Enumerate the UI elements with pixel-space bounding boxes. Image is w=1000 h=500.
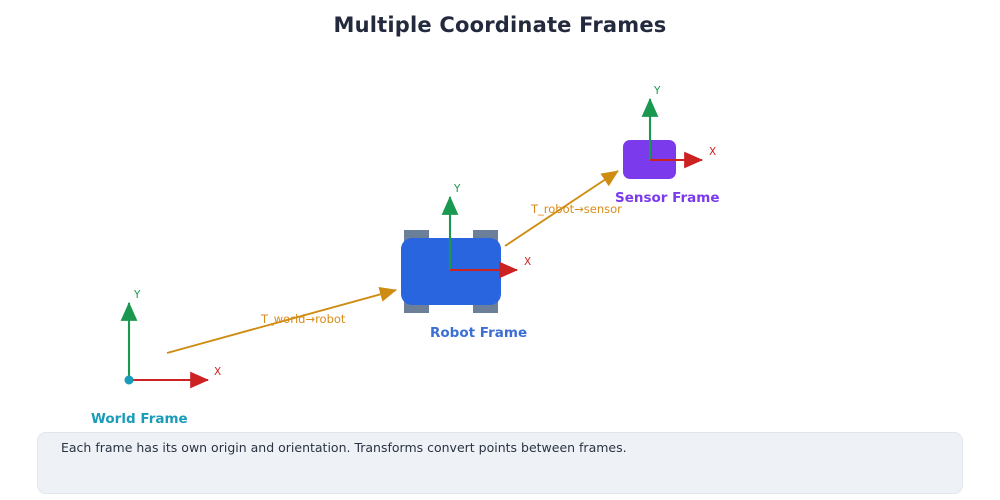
frame-label-sensor: Sensor Frame (615, 190, 720, 206)
page-title: Multiple Coordinate Frames (333, 13, 667, 37)
frame-label-robot: Robot Frame (430, 325, 528, 341)
caption-text: Each frame has its own origin and orient… (61, 440, 627, 455)
transform-label-world-to-robot: T_world→robot (261, 312, 346, 326)
axis-letter-robot-x: X (524, 256, 532, 268)
sensor-frame-axes (641, 97, 704, 169)
caption-box (37, 432, 963, 494)
axis-letter-sensor-y: Y (654, 85, 661, 97)
robot-body-shape (401, 230, 501, 313)
sensor-body-shape (623, 140, 676, 179)
transform-label-robot-to-sensor: T_robot→sensor (531, 202, 622, 216)
axis-letter-robot-y: Y (454, 183, 461, 195)
axis-letter-world-x: X (214, 366, 222, 378)
axis-letter-world-y: Y (134, 289, 141, 301)
world-frame-axes (120, 301, 210, 389)
axis-letter-sensor-x: X (709, 146, 717, 158)
frame-label-world: World Frame (91, 411, 188, 427)
robot-frame-axes (441, 195, 519, 279)
